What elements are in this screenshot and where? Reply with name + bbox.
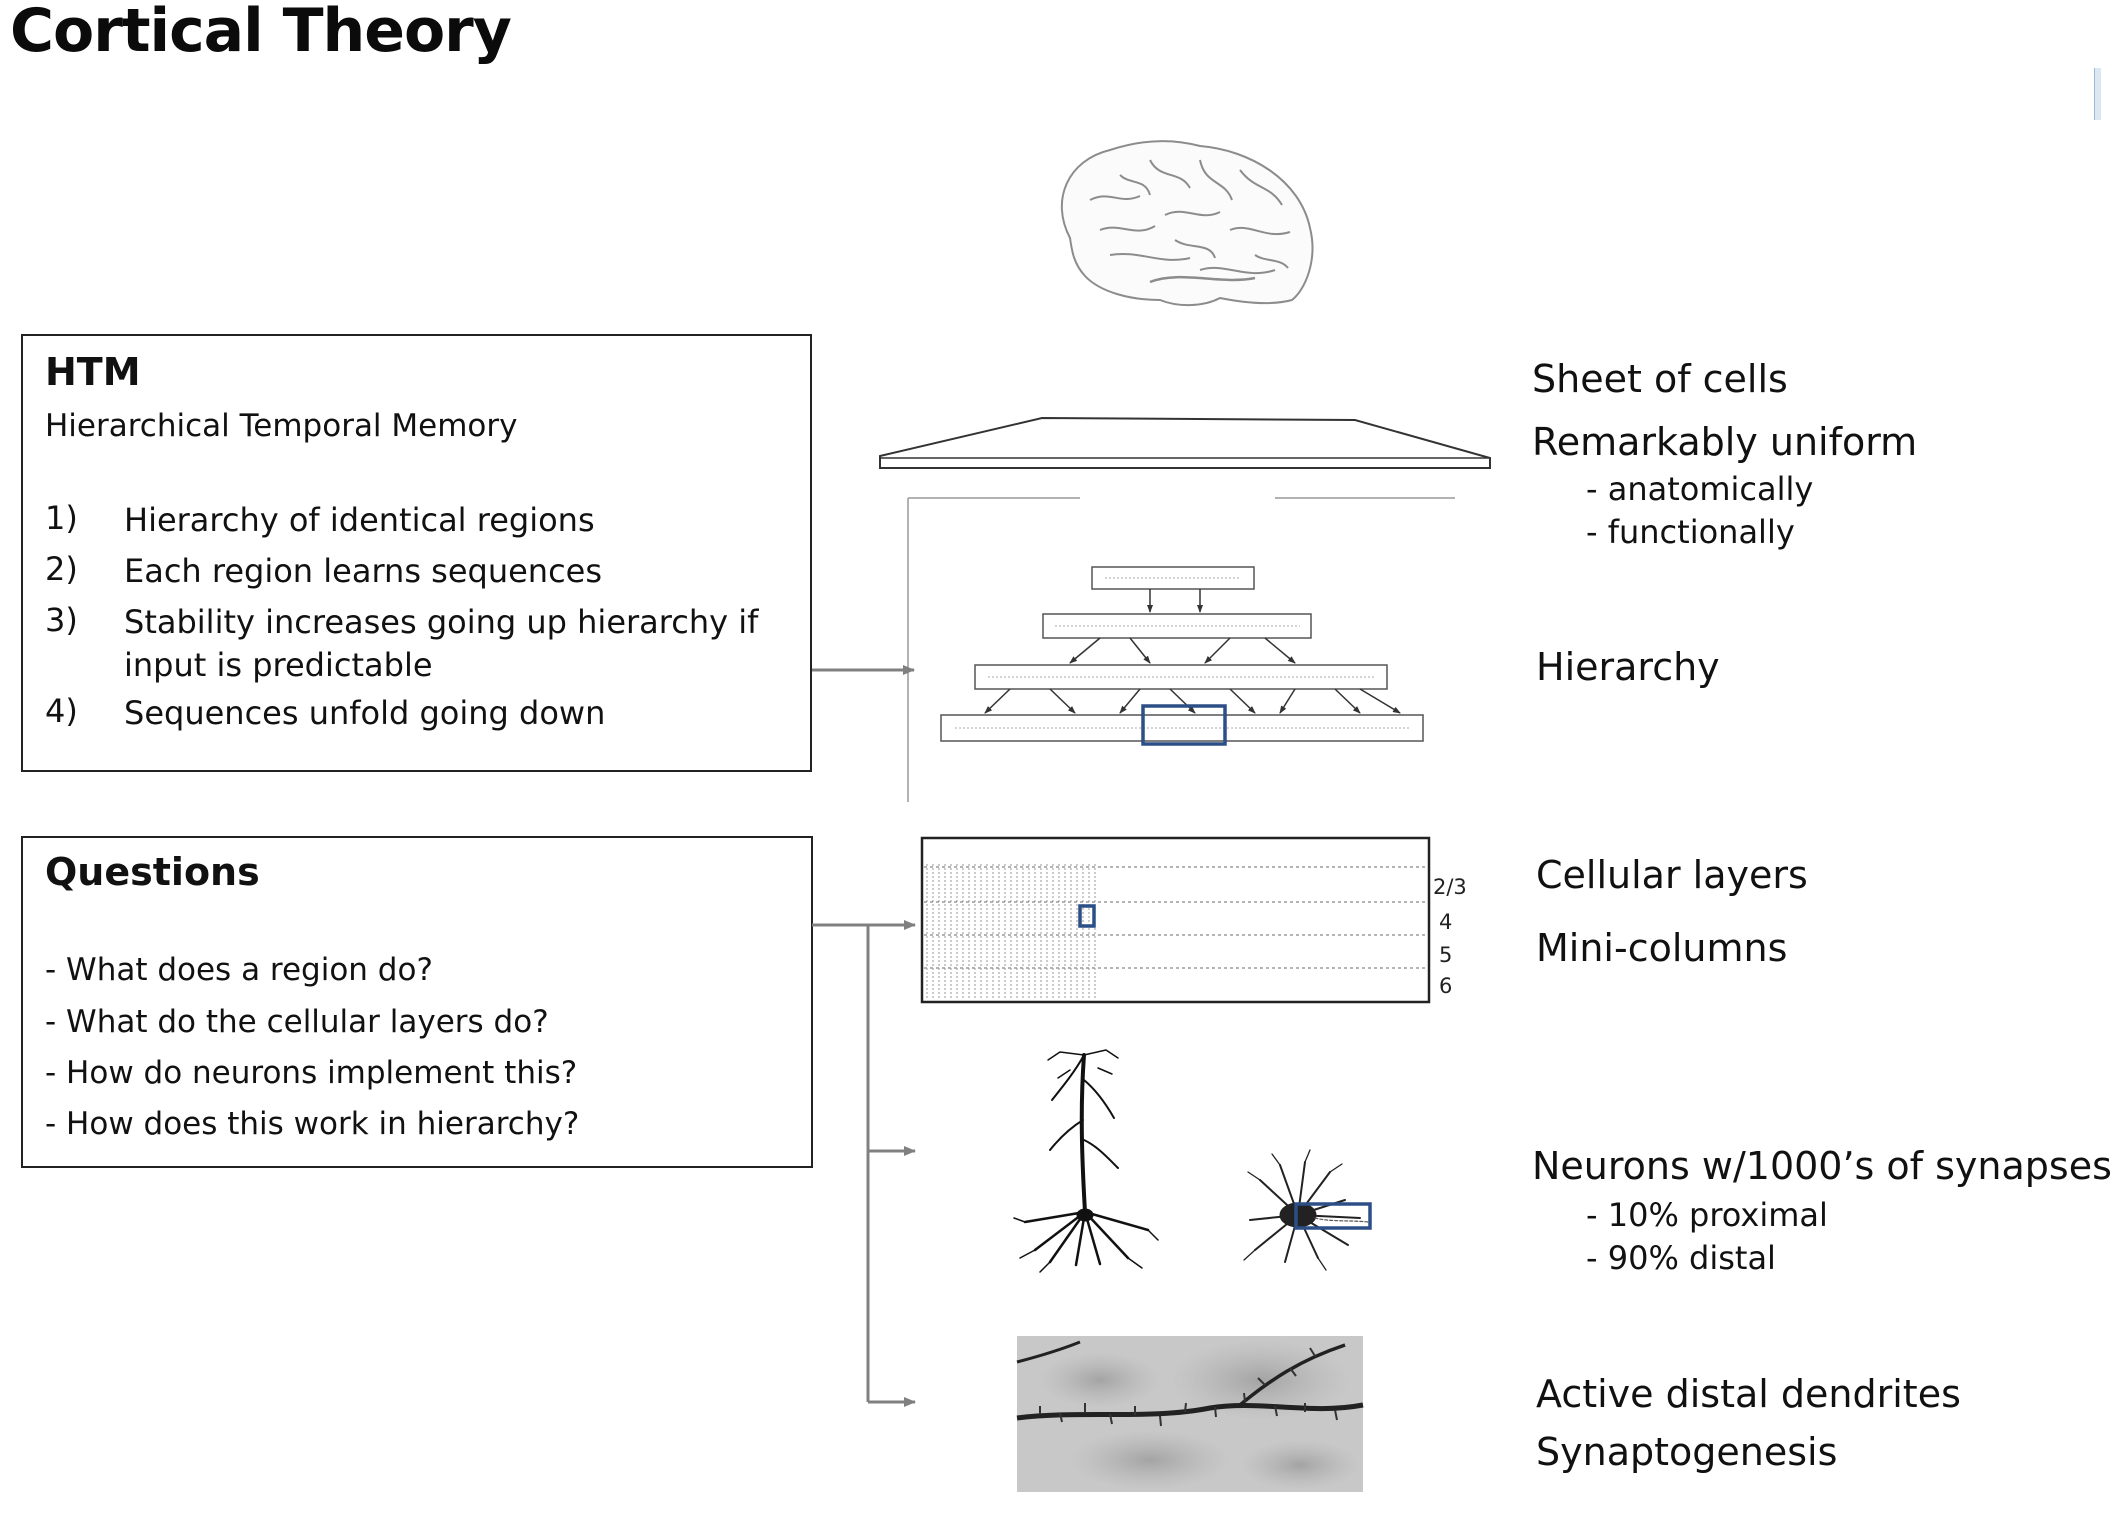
- brain-icon: [1060, 140, 1314, 306]
- label-remarkably-uniform: Remarkably uniform: [1532, 420, 1918, 464]
- htm-item-number: 1): [45, 499, 78, 537]
- hierarchy-pyramid-graphic: [940, 566, 1424, 746]
- mini-column-highlight-box: [1078, 904, 1096, 928]
- label-active-distal-dendrites: Active distal dendrites: [1536, 1372, 1961, 1416]
- htm-heading: HTM: [45, 350, 141, 394]
- layer-label: 6: [1439, 974, 1452, 998]
- htm-item-text: Each region learns sequences: [124, 552, 603, 590]
- htm-item-text: Hierarchy of identical regions: [124, 501, 595, 539]
- htm-box: HTM Hierarchical Temporal Memory 1) Hier…: [21, 334, 812, 772]
- connector-arrows: [812, 665, 916, 1407]
- questions-heading: Questions: [45, 850, 260, 894]
- label-distal: - 90% distal: [1586, 1239, 1776, 1277]
- label-anatomically: - anatomically: [1586, 470, 1814, 508]
- htm-item-text: Sequences unfold going down: [124, 694, 606, 732]
- pyramidal-neuron-icon: [1013, 1049, 1159, 1273]
- layer-label: 5: [1439, 943, 1452, 967]
- edge-tab-marker: [2094, 68, 2101, 120]
- sheet-of-cells-graphic: [879, 416, 1491, 802]
- question-item: - What do the cellular layers do?: [45, 1004, 549, 1040]
- question-item: - How does this work in hierarchy?: [45, 1106, 580, 1142]
- label-functionally: - functionally: [1586, 513, 1795, 551]
- synapse-highlight-box: [1294, 1202, 1372, 1230]
- questions-box: Questions - What does a region do? - Wha…: [21, 836, 813, 1168]
- label-mini-columns: Mini-columns: [1536, 926, 1788, 970]
- label-sheet-of-cells: Sheet of cells: [1532, 357, 1788, 401]
- slide-title: Cortical Theory: [10, 0, 512, 66]
- htm-item-number: 3): [45, 601, 78, 639]
- htm-item-number: 4): [45, 692, 78, 730]
- dendrite-micrograph-icon: [1016, 1336, 1364, 1492]
- label-synaptogenesis: Synaptogenesis: [1536, 1430, 1838, 1474]
- htm-item-number: 2): [45, 550, 78, 588]
- layer-label: 4: [1439, 910, 1452, 934]
- label-neurons: Neurons w/1000’s of synapses: [1532, 1144, 2112, 1188]
- label-proximal: - 10% proximal: [1586, 1196, 1828, 1234]
- htm-subtitle: Hierarchical Temporal Memory: [45, 408, 518, 444]
- layer-label: 2/3: [1433, 875, 1467, 899]
- label-hierarchy: Hierarchy: [1536, 645, 1720, 689]
- neuron-detail-icon: [1243, 1149, 1372, 1271]
- cellular-layers-graphic: [920, 836, 1431, 1004]
- question-item: - What does a region do?: [45, 952, 433, 988]
- label-cellular-layers: Cellular layers: [1536, 853, 1808, 897]
- hierarchy-highlight-box: [1141, 704, 1227, 746]
- htm-item-text: Stability increases going up hierarchy i…: [124, 603, 759, 684]
- question-item: - How do neurons implement this?: [45, 1055, 578, 1091]
